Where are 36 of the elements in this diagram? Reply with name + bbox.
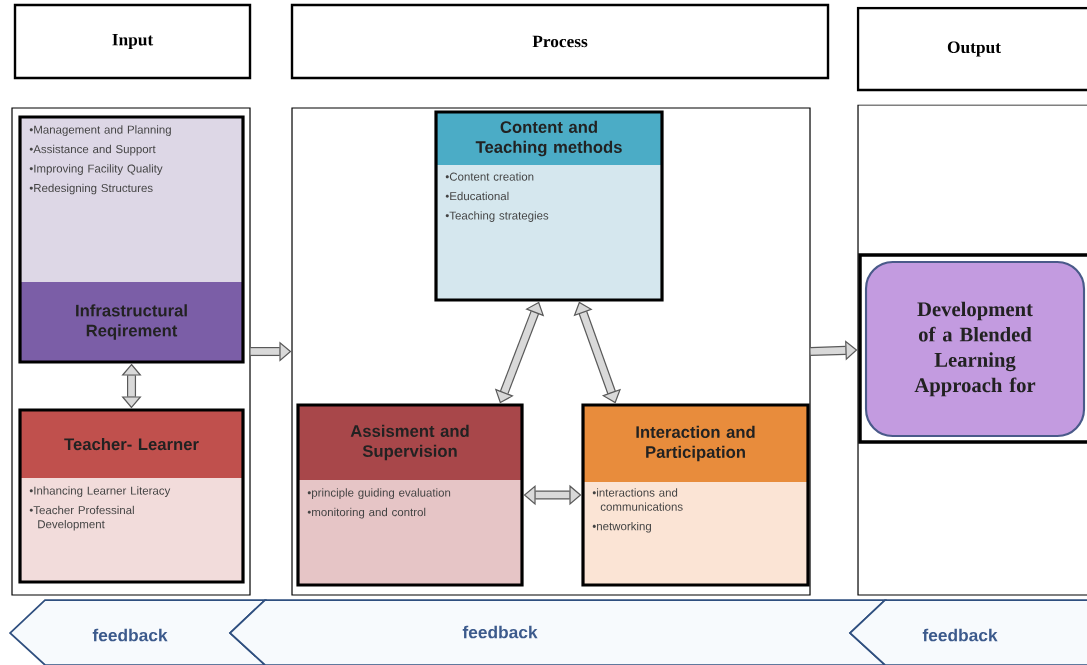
card-heading: Infrastructural Reqirement xyxy=(76,304,187,340)
node-label: feedback xyxy=(462,625,538,639)
card-heading: Interaction and Participation xyxy=(636,425,755,462)
info-card xyxy=(434,110,664,302)
list-item: •interactions and communications xyxy=(592,488,683,511)
list-item: •Educational xyxy=(445,191,509,201)
info-card xyxy=(18,408,245,584)
block-arrow xyxy=(523,484,582,506)
panel xyxy=(857,104,1087,596)
info-card xyxy=(18,115,245,364)
info-card xyxy=(296,403,524,587)
block-arrow xyxy=(573,301,621,404)
outcome-box: Development of a Blended Learning Approach for xyxy=(864,260,1086,438)
list-item: •principle guiding evaluation xyxy=(307,488,451,499)
list-item: •Content creation xyxy=(445,172,534,181)
list-item: •networking xyxy=(592,521,651,533)
list-item: •monitoring and control xyxy=(307,507,426,519)
panel xyxy=(291,107,811,596)
card-heading: Assisment and Supervision xyxy=(350,424,469,461)
list-item: •Assistance and Support xyxy=(29,144,156,156)
list-item: •Teacher Professinal Development xyxy=(29,505,134,531)
card-heading: Teacher- Learner xyxy=(64,437,199,451)
list-item: •Improving Facility Quality xyxy=(29,164,163,175)
list-item: •Teaching strategies xyxy=(445,211,549,222)
list-item: •Redesigning Structures xyxy=(29,183,153,195)
heading-box: Input xyxy=(13,3,252,80)
block-arrow xyxy=(121,363,142,409)
heading-box: Output xyxy=(856,6,1087,92)
info-card xyxy=(581,403,810,587)
heading-box: Process xyxy=(290,3,830,80)
list-item: •Management and Planning xyxy=(29,125,171,136)
list-item: •Inhancing Learner Literacy xyxy=(29,486,171,497)
panel xyxy=(11,107,251,596)
node-label: feedback xyxy=(92,628,168,642)
node-label: feedback xyxy=(922,628,998,642)
card-heading: Content and Teaching methods xyxy=(475,120,622,157)
